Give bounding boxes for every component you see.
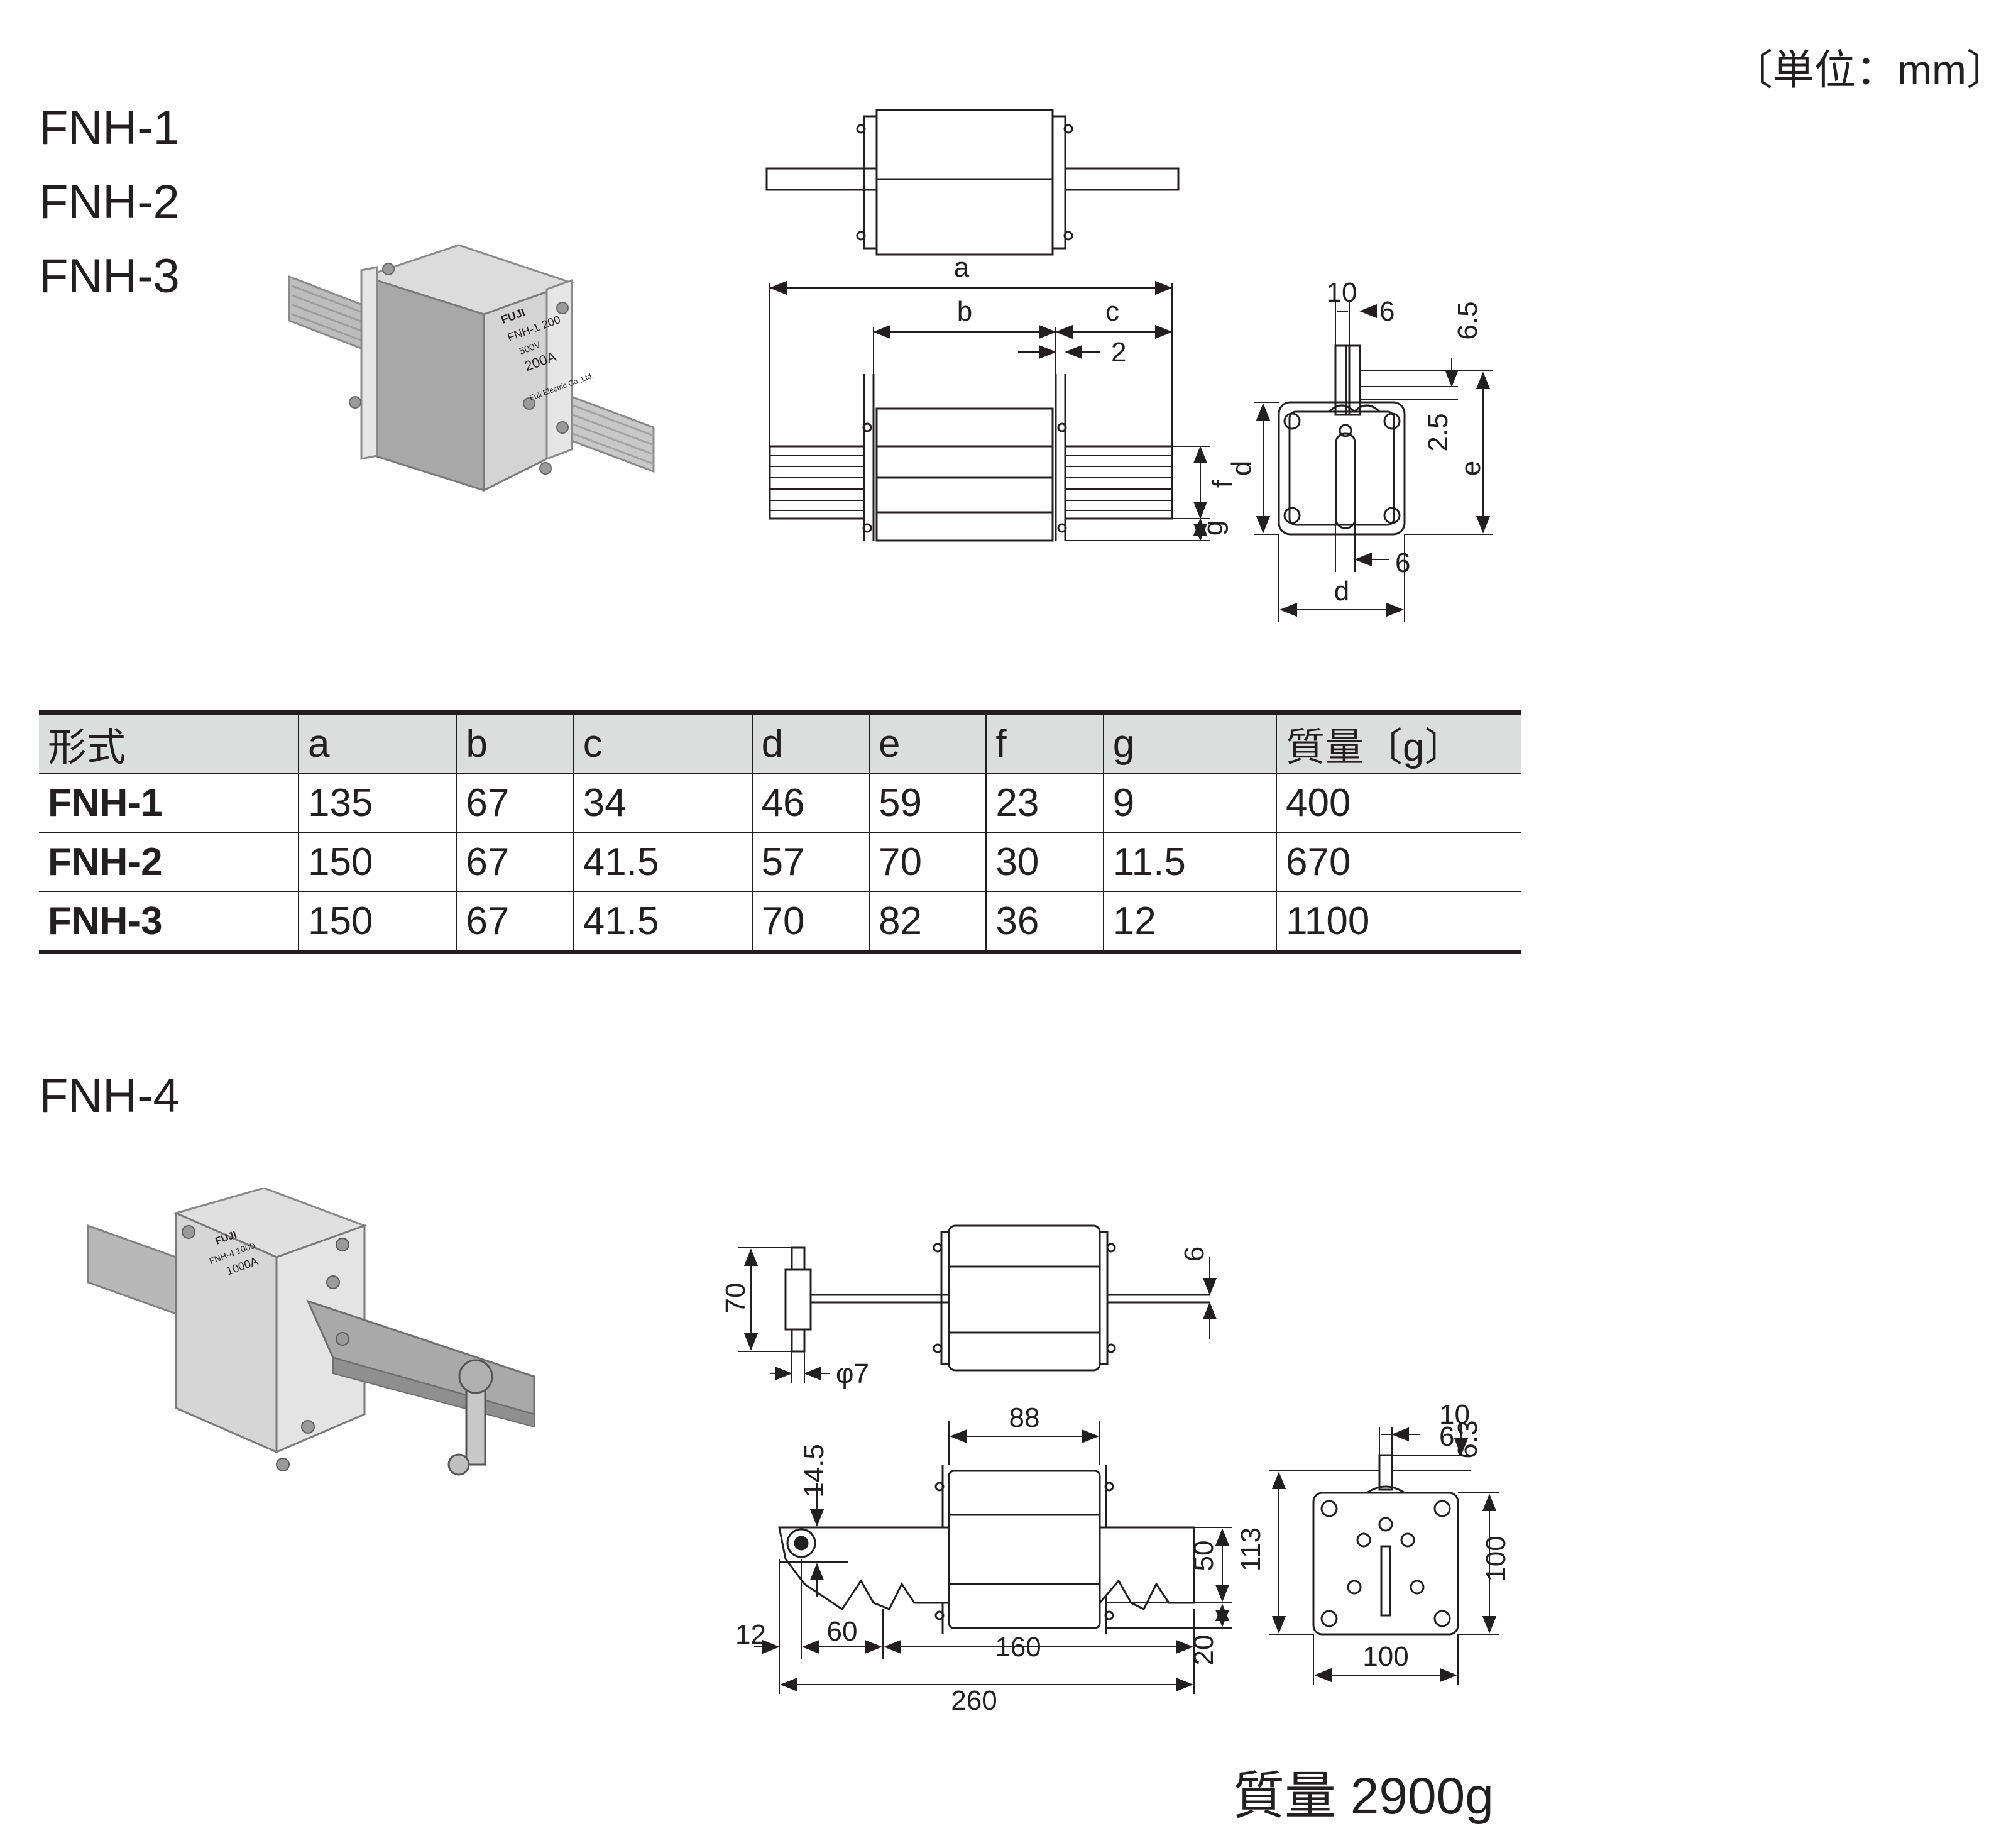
- cell-e: 82: [868, 891, 987, 953]
- cell-e: 59: [868, 773, 987, 833]
- dim-c: c: [1105, 296, 1119, 327]
- header-a: a: [297, 712, 457, 774]
- model-label-fnh-3: FNH-3: [39, 250, 180, 303]
- dim4-70: 70: [720, 1283, 751, 1314]
- dim4-260: 260: [951, 1685, 997, 1716]
- dim-6-bottom: 6: [1395, 547, 1410, 578]
- dim4-50: 50: [1188, 1541, 1219, 1571]
- dim4-10: 10: [1439, 1399, 1470, 1430]
- model-label-fnh-4: FNH-4: [39, 1069, 180, 1123]
- dim4-14-5: 14.5: [799, 1444, 830, 1498]
- table-row: FNH-2 150 67 41.5 57 70 30 11.5 670: [39, 832, 1521, 892]
- fuse-photo-fnh-1-3: FUJI FNH-1 200 500V 200A Fuji Electric C…: [288, 244, 655, 492]
- dimension-drawing-fnh-4: 70 φ7 6 88 14.5 12 60 160 260 50 20 113 …: [720, 1224, 1511, 1716]
- dim4-100-vertical: 100: [1481, 1536, 1511, 1581]
- cell-model: FNH-1: [39, 773, 299, 833]
- cell-g: 9: [1102, 773, 1276, 833]
- dim4-phi7: φ7: [836, 1358, 869, 1389]
- header-model: 形式: [39, 712, 299, 774]
- dimensions-table: 形式 a b c d e f g 質量〔g〕 FNH-1 135 67 34 4…: [39, 710, 1521, 954]
- cell-f: 36: [985, 891, 1104, 953]
- dim4-20: 20: [1188, 1635, 1219, 1666]
- cell-mass: 670: [1276, 832, 1521, 892]
- dim4-160: 160: [995, 1632, 1041, 1663]
- cell-d: 57: [751, 832, 869, 892]
- cell-e: 70: [868, 832, 987, 892]
- cell-b: 67: [456, 891, 574, 953]
- dim4-6-top: 6: [1179, 1246, 1210, 1262]
- cell-model: FNH-3: [39, 891, 299, 953]
- header-b: b: [456, 712, 574, 774]
- cell-model: FNH-2: [39, 832, 299, 892]
- cell-mass: 1100: [1276, 891, 1521, 953]
- dim4-113: 113: [1236, 1527, 1266, 1571]
- header-g: g: [1102, 712, 1276, 774]
- dim4-88: 88: [1009, 1402, 1040, 1433]
- dim-d-vertical: d: [1226, 461, 1257, 476]
- cell-a: 135: [297, 773, 457, 833]
- table-row: FNH-1 135 67 34 46 59 23 9 400: [39, 773, 1521, 833]
- dim4-6-3: 6.3: [1452, 1420, 1483, 1458]
- cell-f: 30: [985, 832, 1104, 892]
- cell-mass: 400: [1276, 773, 1521, 833]
- header-d: d: [751, 712, 869, 774]
- cell-c: 34: [573, 773, 752, 833]
- cell-c: 41.5: [573, 891, 752, 953]
- dim-2: 2: [1111, 337, 1126, 368]
- cell-c: 41.5: [573, 832, 752, 892]
- dim-g: g: [1198, 520, 1229, 536]
- mass-note-fnh-4: 質量 2900g: [1233, 1768, 1494, 1825]
- dim4-60: 60: [827, 1616, 858, 1647]
- cell-a: 150: [297, 891, 457, 953]
- dim-f: f: [1207, 480, 1238, 488]
- dim-d-horizontal: d: [1334, 576, 1349, 607]
- model-label-fnh-1: FNH-1: [39, 101, 180, 155]
- table-row: FNH-3 150 67 41.5 70 82 36 12 1100: [39, 891, 1521, 953]
- model-label-fnh-2: FNH-2: [39, 175, 180, 229]
- dim-10: 10: [1327, 277, 1357, 308]
- dim-6-top: 6: [1379, 296, 1395, 327]
- header-mass: 質量〔g〕: [1276, 712, 1521, 774]
- unit-note: 〔単位：mm〕: [1731, 47, 2008, 93]
- cell-b: 67: [456, 832, 574, 892]
- dim-e: e: [1455, 461, 1486, 476]
- cell-d: 46: [751, 773, 869, 833]
- cell-a: 150: [297, 832, 457, 892]
- header-e: e: [868, 712, 987, 774]
- header-f: f: [985, 712, 1104, 774]
- cell-d: 70: [751, 891, 869, 953]
- dim-a: a: [954, 252, 970, 283]
- table-header-row: 形式 a b c d e f g 質量〔g〕: [39, 712, 1521, 774]
- dim-b: b: [957, 296, 972, 327]
- dim4-12: 12: [735, 1619, 766, 1650]
- header-c: c: [573, 712, 752, 774]
- cell-f: 23: [985, 773, 1104, 833]
- dimension-drawing-fnh-1-3: a b c 2 f g d e d 10 6 6.5 2.5 6: [765, 109, 1493, 622]
- dim-6-5: 6.5: [1452, 301, 1483, 339]
- fuse-photo-fnh-4: FUJI FNH-4 1000 1000A: [87, 1188, 535, 1476]
- dim-2-5: 2.5: [1423, 413, 1454, 451]
- cell-g: 11.5: [1102, 832, 1276, 892]
- cell-b: 67: [456, 773, 574, 833]
- dim4-6-side: 6: [1439, 1421, 1454, 1452]
- cell-g: 12: [1102, 891, 1276, 953]
- dim4-100-horizontal: 100: [1362, 1641, 1408, 1672]
